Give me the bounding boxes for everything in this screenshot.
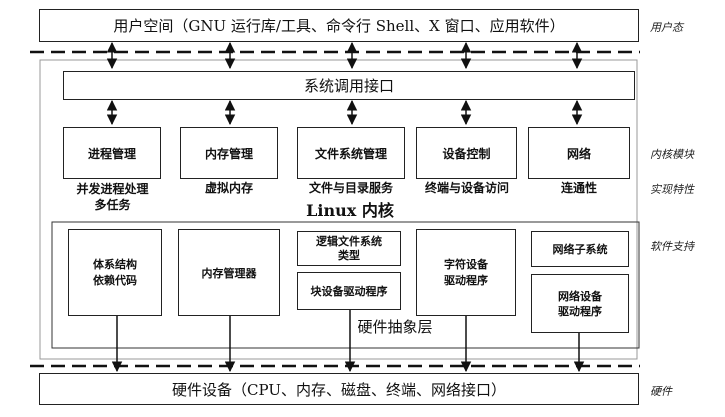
arch-dependent-code-label: 体系结构 依赖代码 bbox=[93, 257, 137, 287]
side-label-hardware: 硬件 bbox=[650, 385, 672, 398]
logical-filesystem-label: 逻辑文件系统 类型 bbox=[316, 234, 382, 262]
module-label: 网络 bbox=[566, 146, 591, 161]
side-label-user-mode: 用户态 bbox=[650, 21, 683, 34]
feature-memory: 虚拟内存 bbox=[204, 181, 253, 195]
network-subsystem-label: 网络子系统 bbox=[552, 243, 608, 256]
hardware-devices-label: 硬件设备（CPU、内存、磁盘、终端、网络接口） bbox=[172, 380, 506, 399]
logical-filesystem-box: 逻辑文件系统 类型 bbox=[297, 231, 401, 266]
kernel-title: Linux 内核 bbox=[306, 201, 394, 220]
module-label: 进程管理 bbox=[87, 146, 136, 161]
module-memory-management: 内存管理 bbox=[180, 127, 278, 179]
user-space-label: 用户空间（GNU 运行库/工具、命令行 Shell、X 窗口、应用软件） bbox=[113, 17, 565, 35]
feature-filesystem: 文件与目录服务 bbox=[308, 181, 393, 195]
hardware-abstraction-layer-label: 硬件抽象层 bbox=[357, 318, 433, 336]
feature-device: 终端与设备访问 bbox=[424, 181, 509, 195]
kernel-area bbox=[39, 59, 638, 360]
char-device-driver-box: 字符设备 驱动程序 bbox=[416, 229, 516, 316]
syscall-interface-box: 系统调用接口 bbox=[63, 71, 635, 100]
char-device-driver-label: 字符设备 驱动程序 bbox=[444, 257, 488, 287]
feature-network: 连通性 bbox=[560, 181, 597, 195]
side-label-features: 实现特性 bbox=[650, 183, 694, 196]
block-device-driver-label: 块设备驱动程序 bbox=[310, 285, 388, 298]
side-label-kernel-modules: 内核模块 bbox=[650, 148, 694, 161]
syscall-interface-label: 系统调用接口 bbox=[303, 77, 394, 95]
module-network: 网络 bbox=[528, 127, 630, 179]
arrows-user-syscall bbox=[106, 41, 583, 70]
module-label: 内存管理 bbox=[204, 146, 253, 161]
software-support-area bbox=[51, 221, 640, 349]
feature-process: 并发进程处理 多任务 bbox=[76, 182, 149, 212]
side-label-software-support: 软件支持 bbox=[650, 240, 694, 253]
module-process-management: 进程管理 bbox=[63, 127, 161, 179]
module-label: 设备控制 bbox=[442, 146, 491, 161]
module-label: 文件系统管理 bbox=[314, 146, 387, 161]
hardware-devices-box: 硬件设备（CPU、内存、磁盘、终端、网络接口） bbox=[39, 373, 639, 405]
block-device-driver-box: 块设备驱动程序 bbox=[297, 272, 401, 310]
arch-dependent-code-box: 体系结构 依赖代码 bbox=[68, 229, 162, 316]
user-space-box: 用户空间（GNU 运行库/工具、命令行 Shell、X 窗口、应用软件） bbox=[39, 9, 639, 42]
network-device-driver-label: 网络设备 驱动程序 bbox=[558, 289, 602, 318]
network-subsystem-box: 网络子系统 bbox=[531, 231, 629, 267]
module-filesystem-management: 文件系统管理 bbox=[297, 127, 405, 179]
memory-manager-box: 内存管理器 bbox=[178, 229, 280, 316]
network-device-driver-box: 网络设备 驱动程序 bbox=[531, 274, 629, 333]
memory-manager-label: 内存管理器 bbox=[201, 266, 257, 280]
arrows-syscall-modules bbox=[106, 99, 583, 126]
module-device-control: 设备控制 bbox=[416, 127, 517, 179]
arrows-to-hardware bbox=[111, 310, 585, 373]
